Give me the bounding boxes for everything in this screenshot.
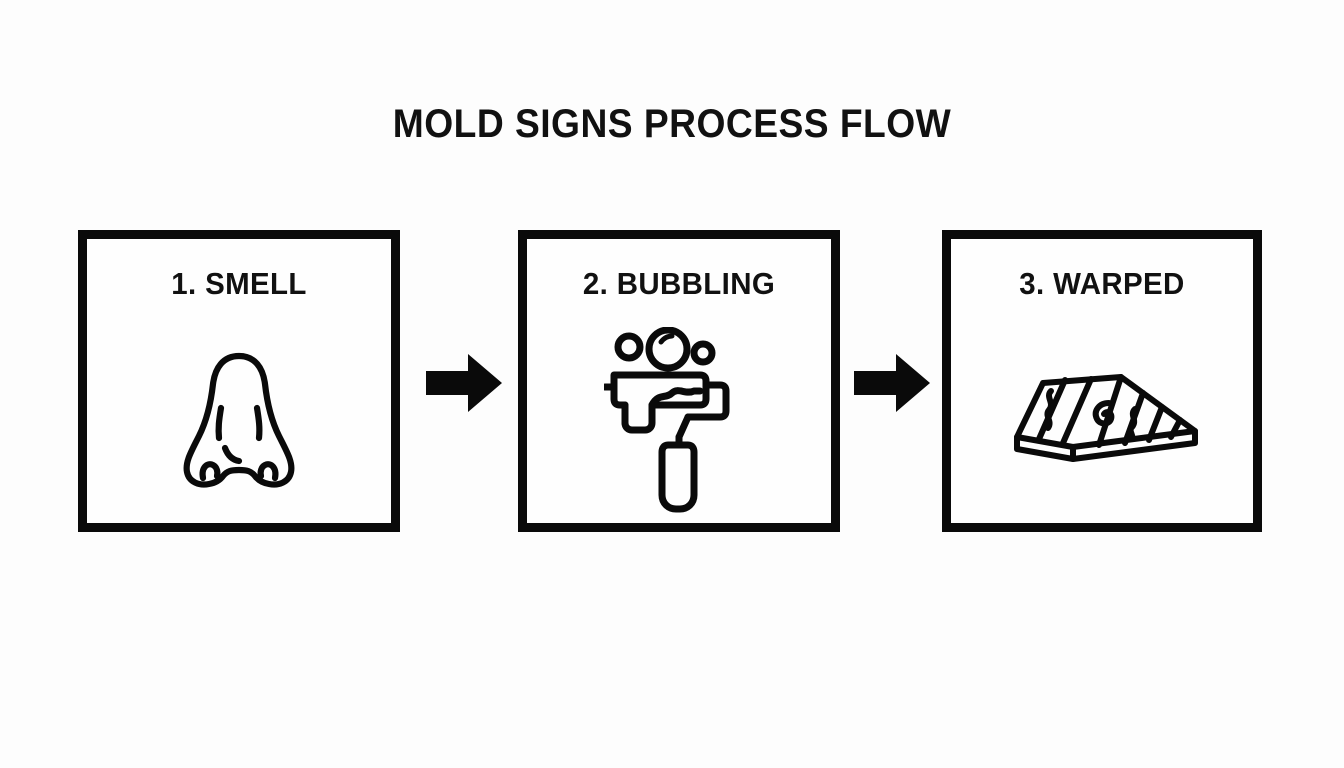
step-label-warped: 3. WARPED [1019, 266, 1185, 301]
step-label-bubbling: 2. BUBBLING [582, 266, 776, 301]
arrow-step1-to-step2 [426, 352, 502, 414]
nose-icon [87, 335, 391, 505]
paint-roller-icon [527, 325, 831, 515]
step-label-smell: 1. SMELL [171, 266, 307, 301]
arrow-step2-to-step3 [854, 352, 930, 414]
page-title: MOLD SIGNS PROCESS FLOW [392, 102, 952, 146]
step-box-warped[interactable]: 3. WARPED [942, 230, 1262, 532]
warped-floorboards-icon [951, 343, 1253, 503]
step-box-smell[interactable]: 1. SMELL [78, 230, 400, 532]
step-box-bubbling[interactable]: 2. BUBBLING [518, 230, 840, 532]
flow-row: 1. SMELL [78, 230, 1266, 532]
